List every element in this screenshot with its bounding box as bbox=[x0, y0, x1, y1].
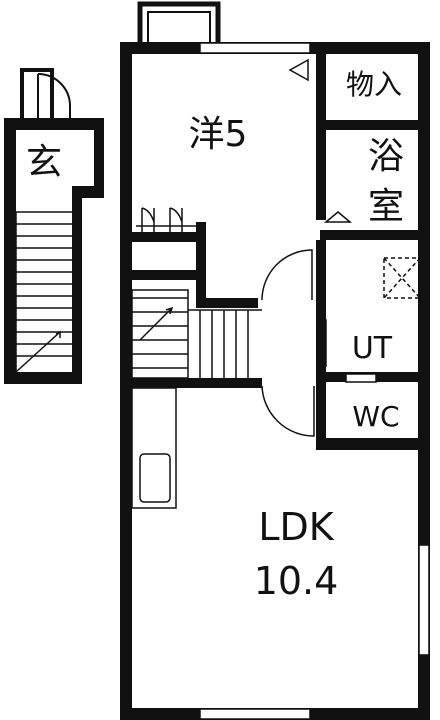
wall-western-bottom bbox=[196, 298, 258, 308]
balcony bbox=[137, 1, 221, 42]
wall-closet-right bbox=[196, 222, 206, 308]
room-label-utility: UT bbox=[352, 331, 393, 366]
wall-closet-top bbox=[132, 232, 202, 242]
doors bbox=[261, 58, 377, 437]
room-label-bath-1: 浴 bbox=[368, 136, 404, 177]
room-label-toilet: WC bbox=[352, 400, 399, 433]
room-label-ldk: LDK bbox=[258, 505, 334, 549]
wall-stair-bottom bbox=[132, 378, 262, 388]
wall-wc-bottom bbox=[316, 438, 430, 450]
wall-storage-bottom bbox=[316, 120, 430, 130]
interior-stairs bbox=[131, 289, 262, 379]
left-wall bbox=[120, 42, 132, 720]
wall-bath-left bbox=[316, 120, 326, 220]
room-label-western: 洋5 bbox=[189, 114, 248, 155]
closet-doors bbox=[136, 207, 196, 232]
room-label-entrance: 玄 bbox=[26, 142, 62, 183]
entrance-block bbox=[4, 68, 104, 384]
windows bbox=[199, 42, 430, 720]
washer-space bbox=[383, 257, 421, 299]
room-label-ldk-size: 10.4 bbox=[254, 559, 339, 603]
window-bottom bbox=[199, 708, 311, 720]
wall-closet-bottom bbox=[132, 270, 202, 280]
room-label-bath-2: 室 bbox=[368, 186, 404, 227]
window-top bbox=[199, 42, 311, 54]
kitchen bbox=[131, 387, 177, 509]
window-right bbox=[418, 544, 430, 656]
wall-ut-left bbox=[316, 240, 326, 440]
wall-storage-left bbox=[316, 54, 326, 120]
room-label-storage: 物入 bbox=[346, 68, 402, 101]
wall-bath-bottom bbox=[320, 230, 430, 240]
